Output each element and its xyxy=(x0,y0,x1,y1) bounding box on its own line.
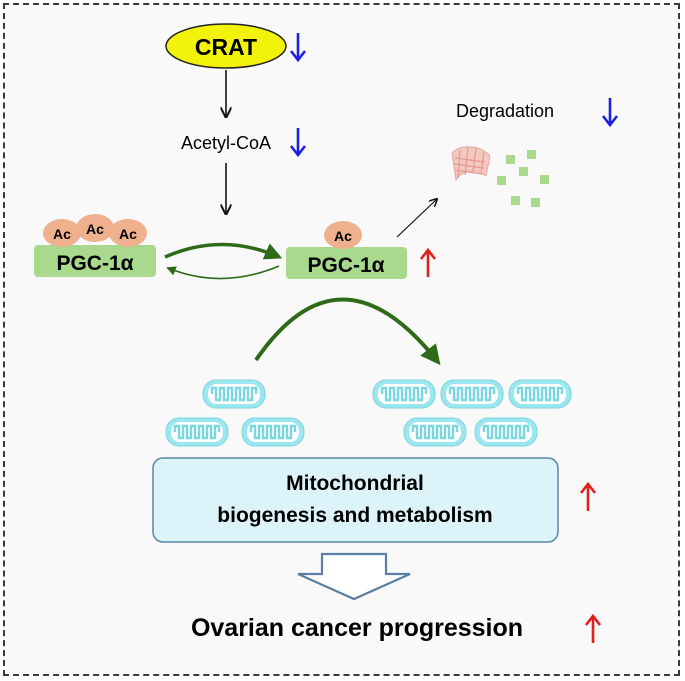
degradation-label: Degradation xyxy=(456,101,554,121)
crat-label: CRAT xyxy=(195,34,257,60)
mito-box-line2: biogenesis and metabolism xyxy=(217,504,492,527)
mitochondrion-icon xyxy=(164,416,230,448)
deacetylation-arrow xyxy=(164,242,283,260)
pgc-right-label: PGC-1α xyxy=(307,254,384,277)
ac-tag: Ac xyxy=(119,226,137,242)
mitochondrion-icon xyxy=(402,416,468,448)
degraded-protein-icon xyxy=(451,146,549,207)
pgc-deacetylated-node: Ac PGC-1α xyxy=(286,221,407,279)
acetyl-down-icon xyxy=(289,126,307,157)
pgc-up-icon xyxy=(419,248,437,279)
outcome-up-icon xyxy=(584,614,602,645)
crat-node: CRAT xyxy=(165,23,287,69)
mito-up-icon xyxy=(579,482,597,513)
mitochondrion-icon xyxy=(371,378,437,410)
crat-down-icon xyxy=(289,31,307,62)
ac-tag: Ac xyxy=(53,226,71,242)
ac-tag: Ac xyxy=(334,228,352,244)
mito-box-line1: Mitochondrial xyxy=(286,472,424,495)
outcome-label: Ovarian cancer progression xyxy=(191,614,523,642)
pgc-acetylated-node: Ac Ac Ac PGC-1α xyxy=(34,214,156,277)
mitochondrion-icon xyxy=(507,378,573,410)
pgc-left-label: PGC-1α xyxy=(56,252,133,275)
degradation-down-icon xyxy=(601,96,619,127)
pgc-to-degradation-arrow xyxy=(396,199,437,238)
hollow-down-arrow xyxy=(297,552,411,601)
mitochondrial-box: Mitochondrial biogenesis and metabolism xyxy=(152,457,559,543)
biogenesis-curve-arrow xyxy=(254,297,441,366)
mitochondrion-icon xyxy=(240,416,306,448)
acetylation-arrow xyxy=(166,265,280,280)
acetyl-coa-label: Acetyl-CoA xyxy=(181,133,271,153)
mitochondrion-icon xyxy=(439,378,505,410)
ac-tag: Ac xyxy=(86,221,104,237)
mitochondrion-icon xyxy=(473,416,539,448)
mitochondrion-icon xyxy=(201,378,267,410)
